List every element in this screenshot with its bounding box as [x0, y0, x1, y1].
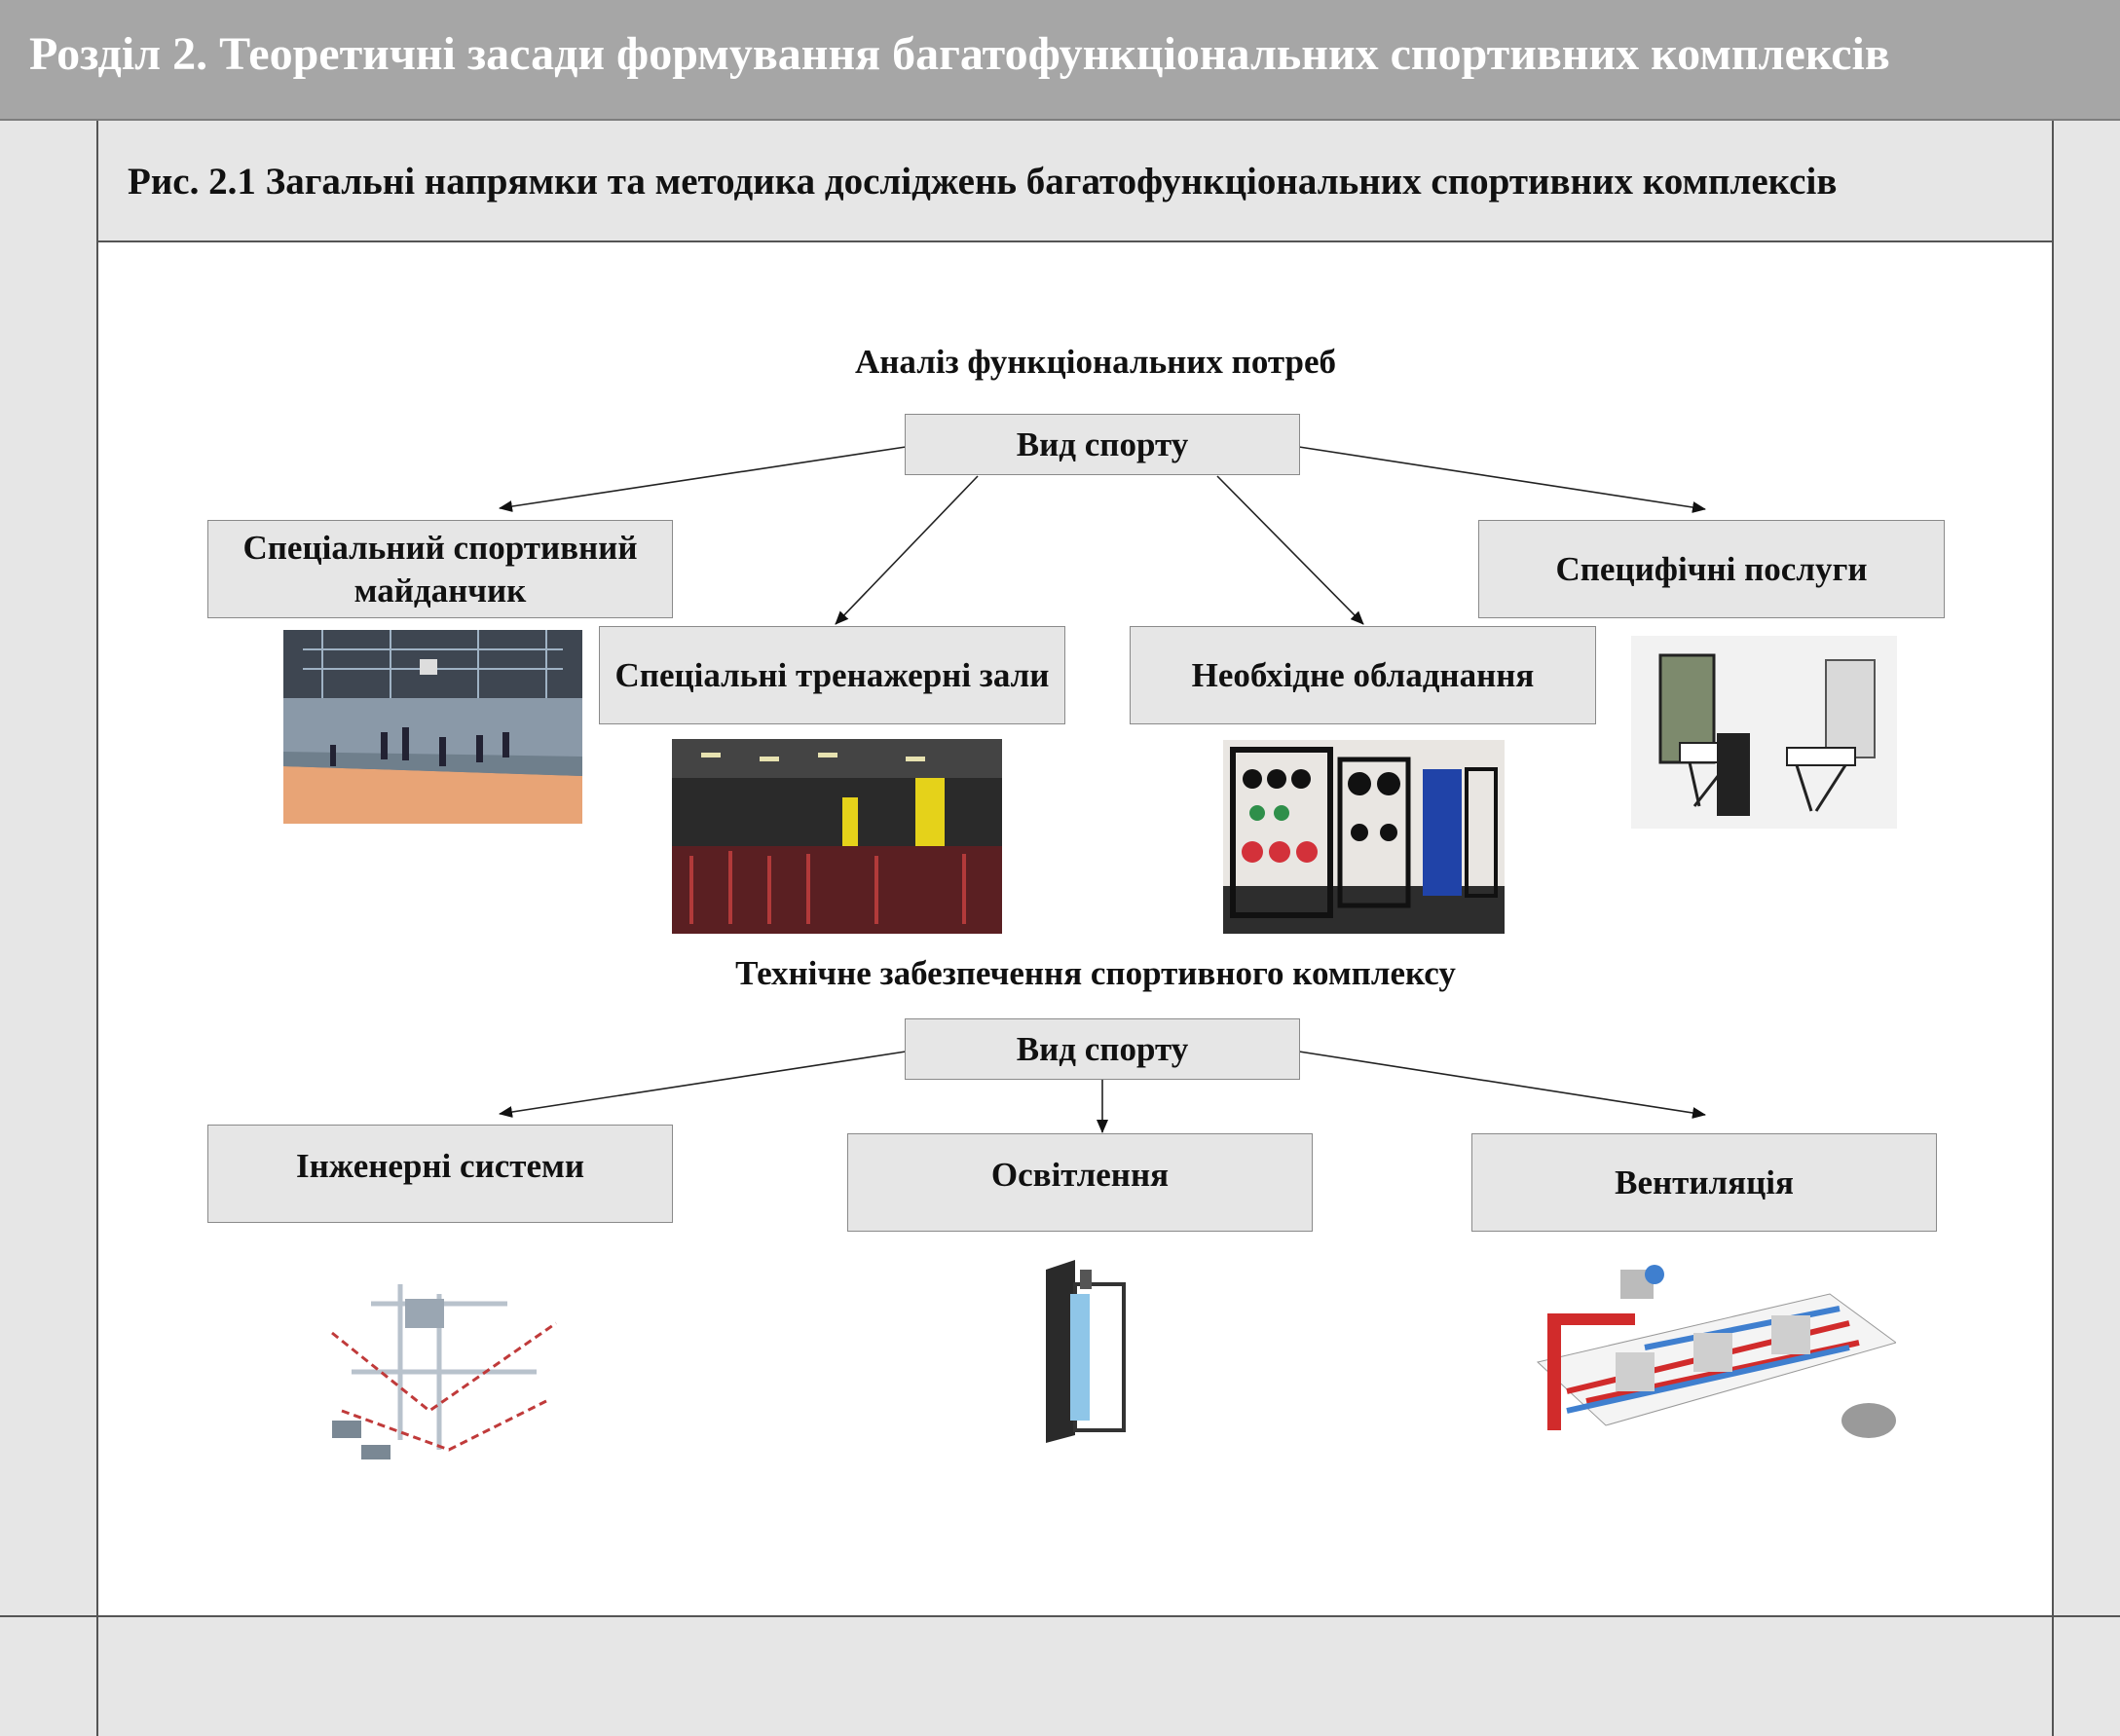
arrow-to-services: [1298, 446, 1706, 513]
ventilation-illustration: [1528, 1255, 1896, 1450]
node-engineering: Інженерні системи: [207, 1125, 673, 1223]
section2-title: Технічне забезпечення спортивного компле…: [735, 954, 1456, 992]
section1-title: Аналіз функціональних потреб: [854, 343, 1337, 381]
arrow-to-gyms: [835, 475, 979, 625]
arrow-to-engineering: [499, 1051, 907, 1118]
diagram-area: Аналіз функціональних потреб Вид спорту …: [98, 242, 2052, 1615]
figure-caption: Рис. 2.1 Загальні напрямки та методика д…: [128, 161, 1838, 203]
page-header-title: Розділ 2. Теоретичні засади формування б…: [29, 28, 1890, 80]
right-margin-column: [2052, 121, 2120, 1736]
node-equipment: Необхідне обладнання: [1130, 626, 1596, 724]
gym-hall-photo: [672, 739, 1002, 934]
footer-row: [0, 1615, 2120, 1736]
services-photo: [1602, 636, 1897, 829]
node-services: Специфічні послуги: [1478, 520, 1945, 618]
arrow-to-sport-field: [499, 446, 907, 512]
left-margin-column: [0, 121, 98, 1736]
figure-caption-row: Рис. 2.1 Загальні напрямки та методика д…: [98, 121, 2052, 242]
node-gyms: Спеціальні тренажерні зали: [599, 626, 1065, 724]
engineering-systems-illustration: [313, 1265, 576, 1469]
node-ventilation: Вентиляція: [1471, 1133, 1937, 1232]
node-sport-field: Спеціальний спортивний майданчик: [207, 520, 673, 618]
sport-field-photo: [283, 630, 582, 824]
node-lighting: Освітлення: [847, 1133, 1313, 1232]
lighting-illustration: [1036, 1260, 1134, 1445]
arrow-to-ventilation: [1298, 1051, 1706, 1119]
arrow-to-equipment: [1216, 475, 1364, 625]
diagram-arrows: [499, 446, 1706, 1133]
section1-root-box: Вид спорту: [905, 414, 1300, 475]
section2-root-box: Вид спорту: [905, 1018, 1300, 1080]
equipment-photo: [1223, 740, 1505, 934]
page-header: Розділ 2. Теоретичні засади формування б…: [0, 0, 2120, 121]
